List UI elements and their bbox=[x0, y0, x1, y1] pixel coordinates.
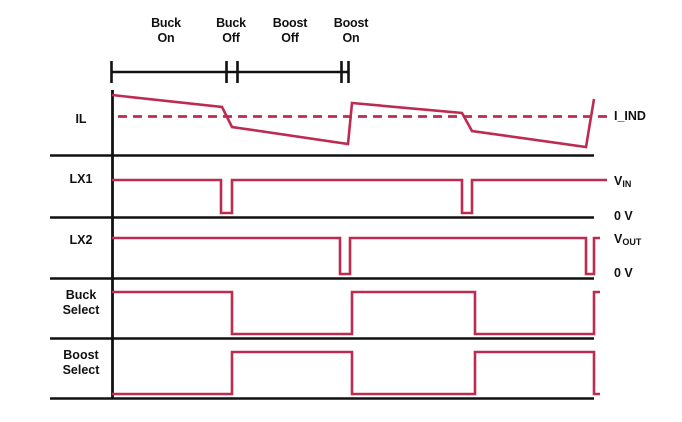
vin-subscript: IN bbox=[622, 179, 632, 189]
row-label-lx2: LX2 bbox=[69, 233, 93, 247]
zero-v-label-2: 0 V bbox=[614, 266, 633, 280]
vout-label: VOUT bbox=[614, 232, 642, 247]
row-label-lx1: LX1 bbox=[69, 172, 93, 186]
vout-text: V bbox=[614, 232, 623, 246]
inductor-current-waveform bbox=[111, 93, 596, 149]
phase-label-boost-on: Boost On bbox=[333, 16, 369, 45]
row-label-buck-select: Buck Select bbox=[62, 288, 100, 317]
vout-subscript: OUT bbox=[622, 237, 642, 247]
i-ind-label: I_IND bbox=[614, 109, 646, 123]
row-label-il: IL bbox=[75, 112, 87, 126]
row-label-boost-select: Boost Select bbox=[62, 348, 100, 377]
buck-select-waveform bbox=[112, 290, 600, 336]
phase-label-buck-on: Buck On bbox=[151, 16, 181, 45]
vin-label: VIN bbox=[614, 174, 632, 189]
lx2-waveform bbox=[112, 236, 600, 276]
phase-ruler bbox=[110, 61, 350, 83]
zero-v-label-1: 0 V bbox=[614, 209, 633, 223]
phase-label-buck-off: Buck Off bbox=[216, 16, 246, 45]
row-separators bbox=[50, 154, 594, 400]
zero-v-text-2: 0 V bbox=[614, 266, 633, 280]
zero-v-text-1: 0 V bbox=[614, 209, 633, 223]
boost-select-waveform bbox=[112, 350, 600, 396]
phase-label-boost-off: Boost Off bbox=[272, 16, 308, 45]
lx1-waveform bbox=[112, 178, 607, 215]
i-ind-text: I_IND bbox=[614, 109, 646, 123]
vin-text: V bbox=[614, 174, 623, 188]
